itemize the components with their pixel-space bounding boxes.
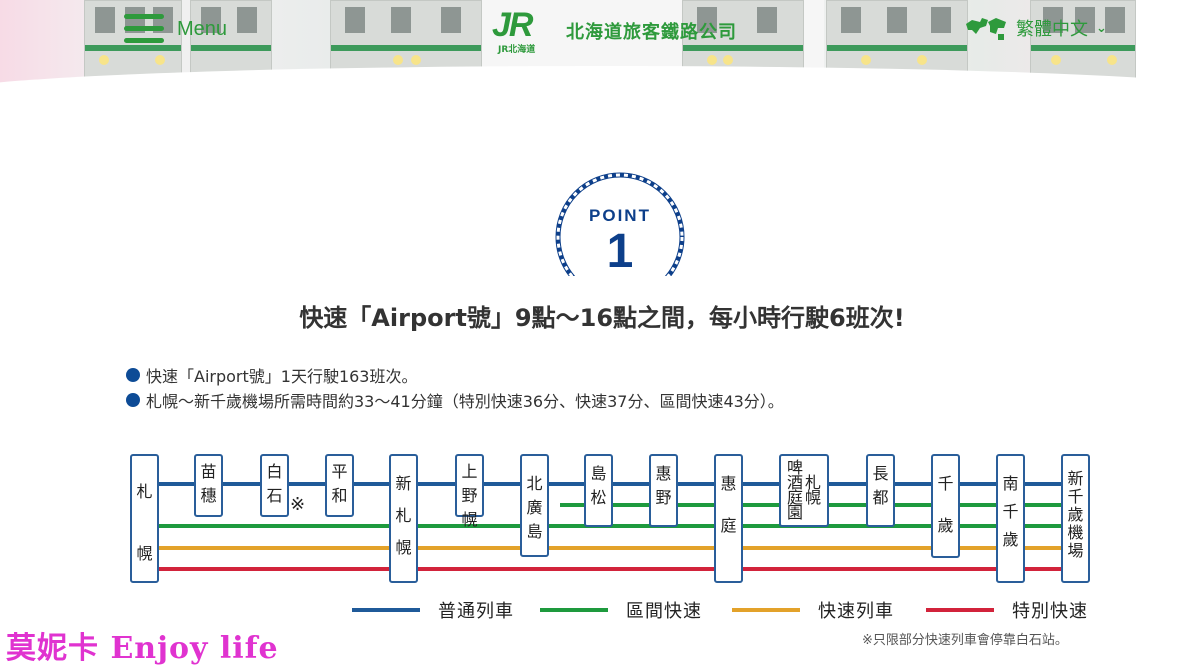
legend-swatch [732, 608, 800, 612]
station-name: 千歲 [937, 474, 954, 535]
station-box: 平和 [325, 454, 354, 517]
station-box: 新千歲機場 [1061, 454, 1090, 583]
bullet-dot-icon [126, 367, 140, 382]
legend-label: 區間快速 [626, 601, 702, 622]
chevron-down-icon: ⌄ [1096, 20, 1107, 36]
legend-express: 快速列車 [732, 597, 894, 623]
legend-swatch [540, 608, 608, 612]
station-name: 長都 [872, 464, 889, 507]
station-name: 札幌啤酒庭園 [786, 458, 822, 522]
station-name: 惠野 [655, 464, 672, 507]
station-box: 札幌啤酒庭園 [779, 454, 829, 527]
language-label: 繁體中文 [1016, 19, 1088, 40]
special-rapid-line [146, 567, 1076, 571]
company-name: 北海道旅客鐵路公司 [566, 22, 737, 43]
station-box: 南千歲 [996, 454, 1025, 583]
station-name: 白石 [266, 462, 283, 505]
language-selector[interactable]: 繁體中文 ⌄ [964, 14, 1107, 42]
station-box: 上野幌 [455, 454, 484, 529]
legend-local: 普通列車 [352, 597, 514, 623]
station-box: 惠野 [649, 454, 678, 527]
station-name: 南千歲 [1002, 474, 1019, 549]
station-box: 惠庭 [714, 454, 743, 583]
station-box: 北廣島 [520, 454, 549, 557]
blog-watermark: 莫妮卡 Enjoy life [6, 631, 279, 666]
station-name: 平和 [331, 462, 348, 505]
station-box: 白石 [260, 454, 289, 517]
header-curve [0, 66, 1204, 100]
station-name: 札幌 [136, 482, 153, 563]
footnote: ※只限部分快速列車會停靠白石站。 [862, 633, 1068, 648]
point-badge: POINT 1 [553, 170, 687, 278]
rapid-express-line [146, 546, 1076, 550]
jr-logo-mark: JR JR北海道 [492, 6, 536, 55]
station-name: 新札幌 [395, 474, 412, 557]
jr-hokkaido-logo[interactable]: JR JR北海道 北海道旅客鐵路公司 [492, 6, 737, 55]
legend-label: 快速列車 [818, 601, 894, 622]
list-item: 快速「Airport號」1天行駛163班次。 [126, 362, 784, 387]
site-header: Menu JR JR北海道 北海道旅客鐵路公司 繁體中文 ⌄ [0, 0, 1204, 100]
point-number: 1 [606, 225, 634, 278]
station-box: 長都 [866, 454, 895, 527]
station-box: 札幌 [130, 454, 159, 583]
station-box: 苗穗 [194, 454, 223, 517]
shiroishi-note-mark: ※ [290, 494, 306, 515]
point-ring [555, 172, 685, 276]
station-name: 新千歲機場 [1067, 469, 1084, 560]
info-bullets: 快速「Airport號」1天行駛163班次。 札幌～新千歲機場所需時間約33～4… [126, 362, 784, 412]
train-image [1030, 0, 1136, 86]
station-box: 新札幌 [389, 454, 418, 583]
station-name: 島松 [590, 464, 607, 507]
menu-label: Menu [177, 17, 228, 40]
legend-swatch [926, 608, 994, 612]
legend-swatch [352, 608, 420, 612]
bullet-dot-icon [126, 392, 140, 407]
menu-button[interactable]: Menu [124, 12, 227, 46]
legend-special-rapid: 特別快速 [926, 597, 1088, 623]
world-map-icon [966, 18, 1006, 40]
hamburger-icon [124, 13, 164, 45]
station-box: 千歲 [931, 454, 960, 558]
station-name: 北廣島 [526, 474, 543, 541]
point-label: POINT [589, 206, 651, 225]
legend-label: 普通列車 [438, 601, 514, 622]
station-name: 惠庭 [720, 474, 737, 535]
legend-rapid: 區間快速 [540, 597, 702, 623]
list-item: 札幌～新千歲機場所需時間約33～41分鐘（特別快速36分、快速37分、區間快速4… [126, 387, 784, 412]
station-box: 島松 [584, 454, 613, 527]
legend-label: 特別快速 [1012, 601, 1088, 622]
station-name: 上野幌 [461, 462, 478, 529]
section-headline: 快速「Airport號」9點～16點之間，每小時行駛6班次! [299, 304, 905, 332]
station-name: 苗穗 [200, 462, 217, 505]
